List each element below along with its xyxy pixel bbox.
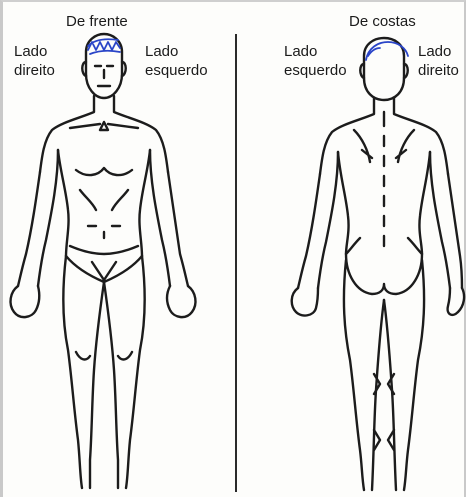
back-right-leg <box>384 260 424 490</box>
back-head-outline <box>364 38 404 100</box>
back-left-leg <box>344 260 384 490</box>
back-right-arm <box>430 152 462 288</box>
back-ears <box>360 64 408 78</box>
back-left-arm <box>298 152 338 288</box>
back-head-pain-marking <box>366 42 408 60</box>
